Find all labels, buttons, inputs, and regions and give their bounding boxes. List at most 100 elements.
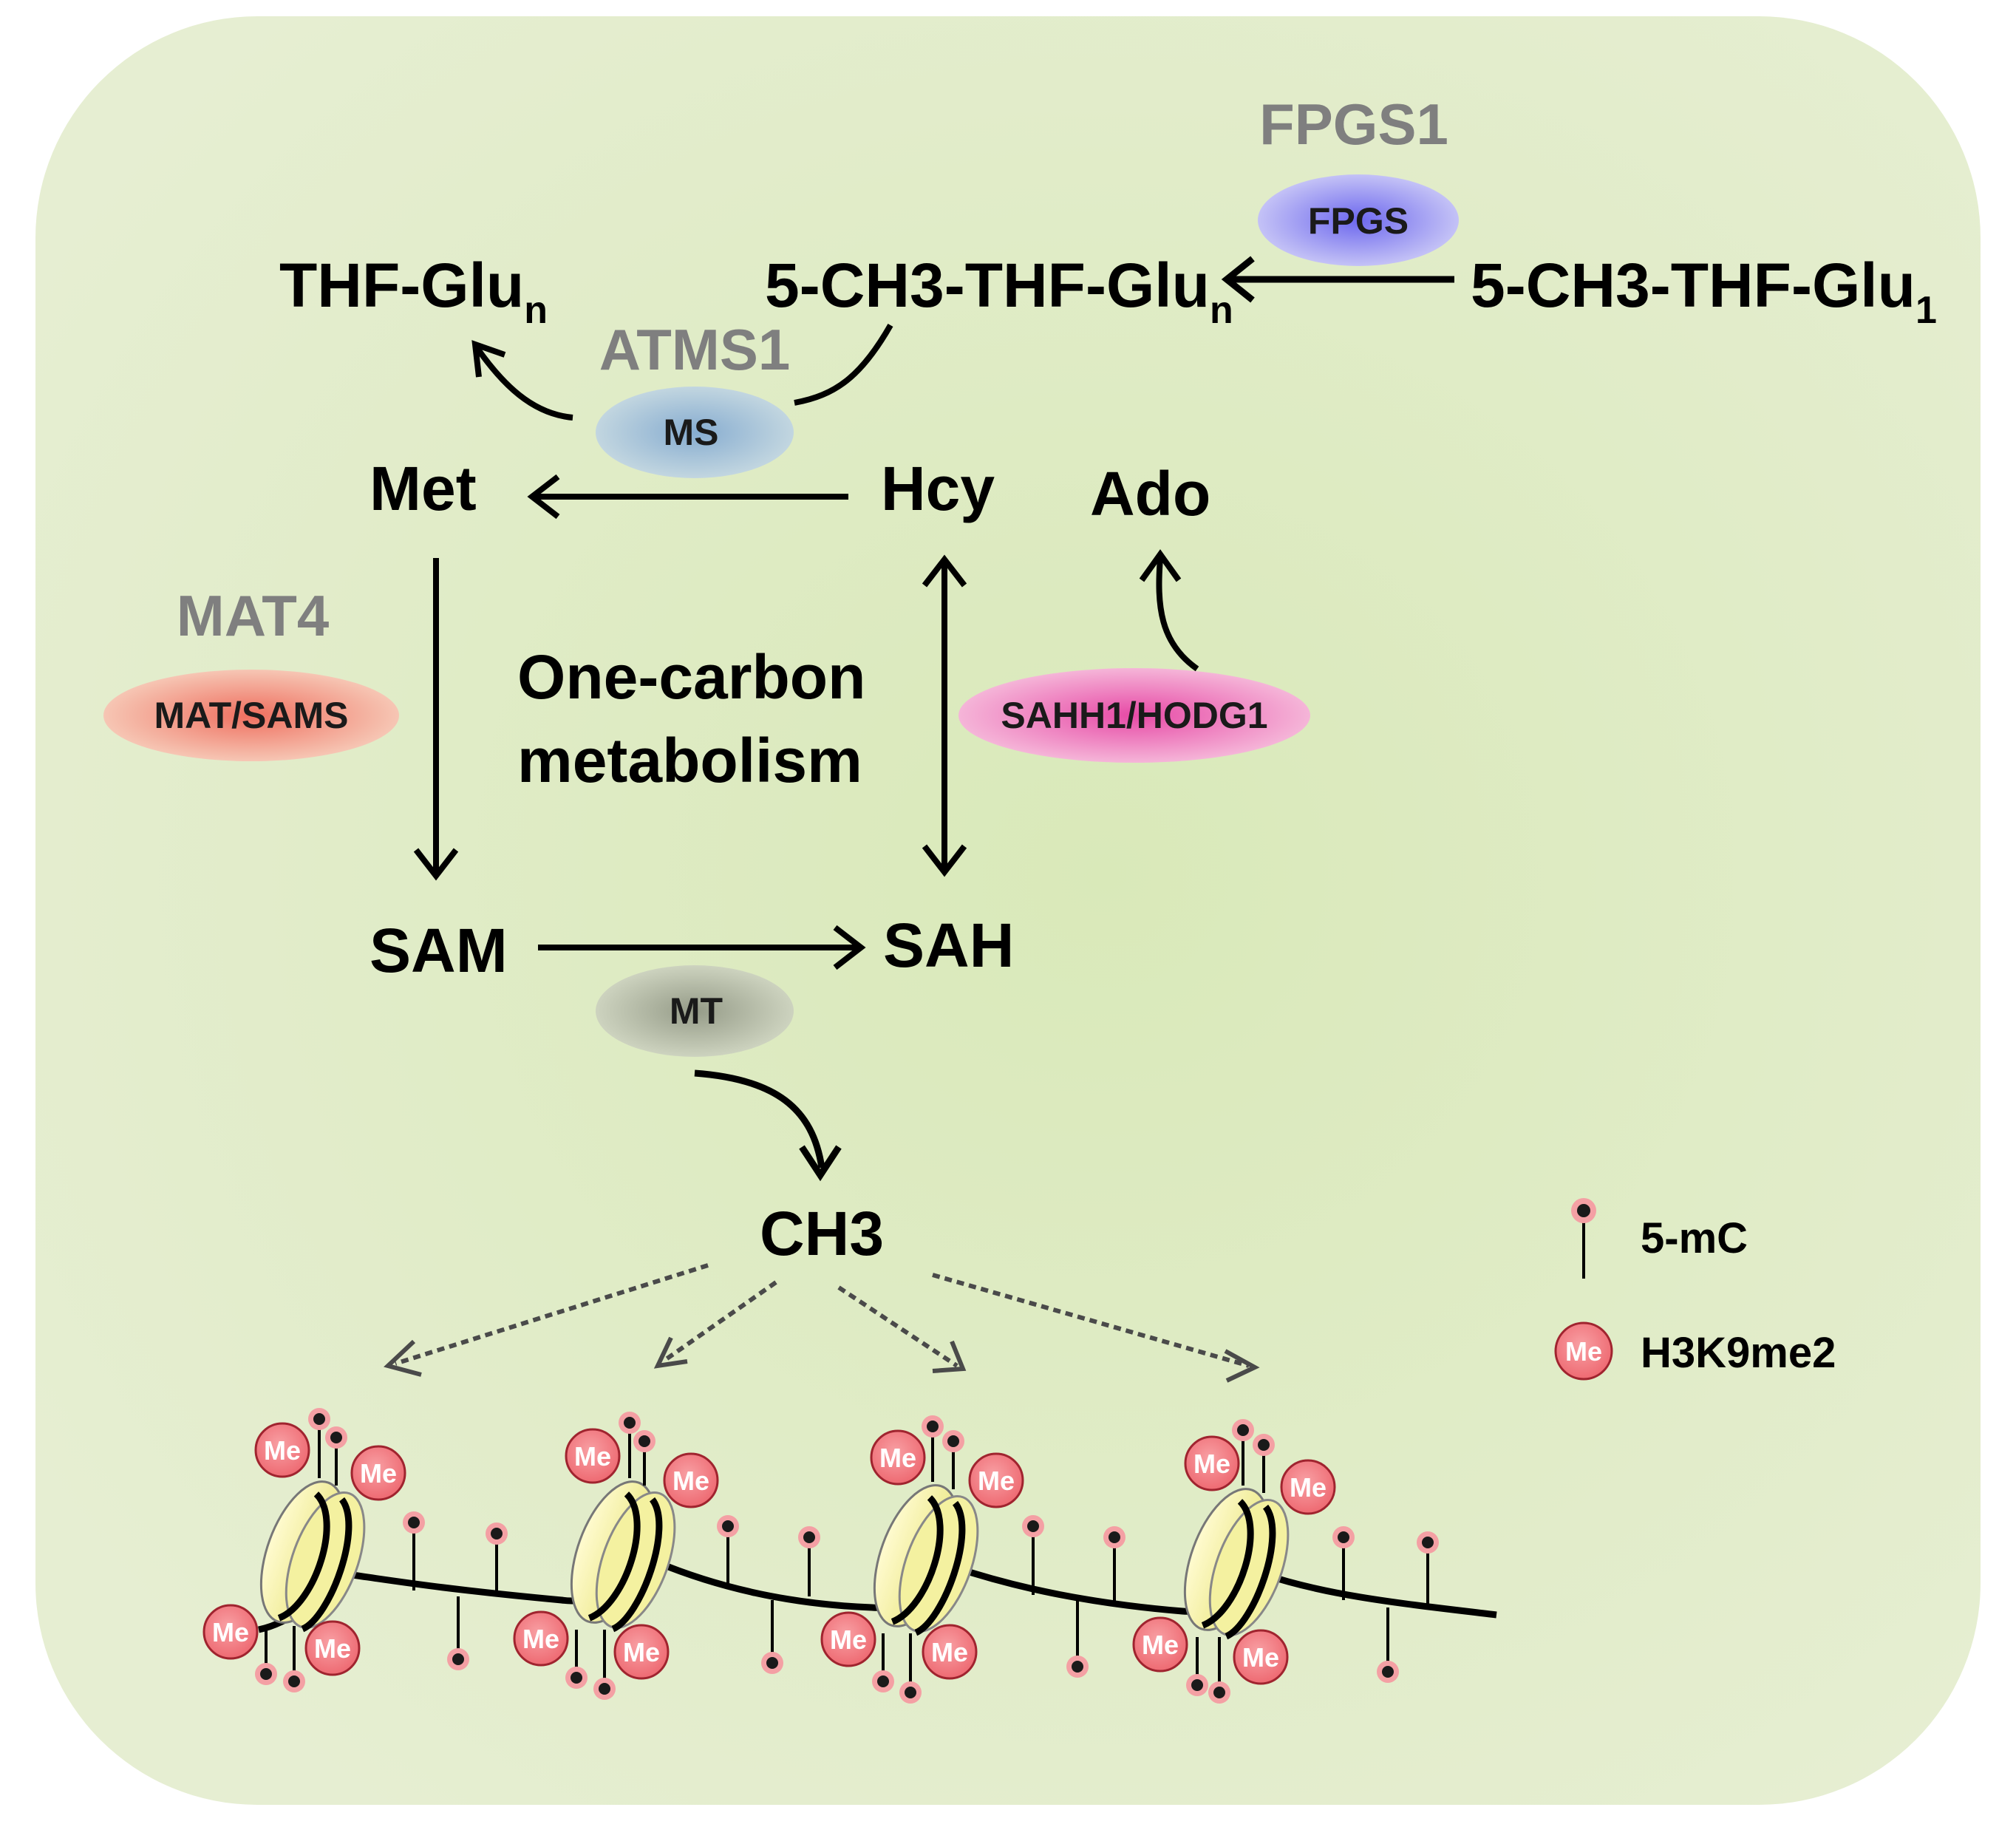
h3k9me2-badge: Me [1132,1616,1188,1673]
5mc-mark [899,1633,922,1704]
5mc-mark [1332,1526,1355,1600]
enzyme-ms-ellipse [596,387,794,478]
svg-text:Me: Me [1242,1642,1279,1673]
legend-5mc-label: 5-mC [1641,1214,1748,1262]
5mc-mark [1253,1434,1275,1493]
nucleosome-2 [570,1480,676,1633]
enzyme-mat-sams-ellipse [103,670,399,761]
h3k9me2-badge: Me [1280,1459,1336,1515]
5mc-mark [922,1415,944,1482]
metabolite-5-ch3-thf-glu1-sub: 1 [1915,289,1937,332]
h3k9me2-badge: Me [820,1611,876,1667]
enzyme-ms: MS [664,412,719,453]
metabolite-5-ch3-thf-glun-sub: n [1210,289,1233,332]
gene-atms1: ATMS1 [599,317,791,382]
h3k9me2-badge: Me [968,1452,1024,1508]
5mc-mark [565,1630,588,1689]
metabolite-hcy: Hcy [881,454,995,523]
svg-text:Me: Me [672,1466,709,1496]
metabolite-sah: SAH [883,911,1014,980]
h3k9me2-badge: Me [202,1604,259,1660]
5mc-mark [1417,1531,1439,1607]
5mc-mark [283,1626,305,1692]
h3k9me2-badge: Me [613,1624,670,1680]
5mc-mark [1208,1637,1230,1704]
5mc-mark [619,1412,641,1478]
svg-text:Me: Me [264,1435,301,1466]
metabolite-sam: SAM [370,916,508,985]
nucleosome-4 [1183,1488,1290,1640]
5mc-mark [1103,1526,1126,1602]
5mc-mark [1377,1607,1399,1683]
h3k9me2-badge: Me [304,1620,361,1676]
5mc-mark [255,1626,277,1685]
center-label-line2: metabolism [517,726,862,795]
legend-h3k9me2-label: H3K9me2 [1641,1329,1836,1377]
arrow-to-ado [1139,549,1199,672]
svg-text:Me: Me [1193,1449,1230,1479]
arrow-hcy-sah [922,554,967,877]
5mc-mark [1066,1600,1089,1678]
gene-mat4: MAT4 [177,583,330,648]
enzyme-fpgs-ellipse [1258,174,1459,266]
svg-text:Me: Me [978,1466,1015,1496]
metabolite-5-ch3-thf-glun: 5-CH3-THF-Glun [765,251,1233,332]
dotted-arrow-heads [384,1336,1260,1383]
svg-text:Me: Me [623,1637,660,1667]
h3k9me2-badge: Me [663,1452,719,1508]
5mc-lollipops [255,1408,1439,1704]
svg-text:Me: Me [360,1458,397,1489]
cell-background [35,16,1981,1805]
5mc-mark [1232,1419,1254,1486]
legend-me-text: Me [1565,1336,1602,1367]
enzyme-fpgs: FPGS [1308,200,1409,242]
h3k9me2-badge: Me [870,1429,926,1486]
5mc-mark [798,1526,820,1596]
5mc-mark [1022,1515,1044,1595]
svg-text:Me: Me [931,1637,968,1667]
h3k9me2-badge: Me [513,1610,569,1667]
5mc-mark [761,1600,783,1674]
svg-text:Me: Me [212,1617,249,1647]
arrow-mt-to-ch3 [694,1069,842,1182]
dotted-arrows [395,1263,1250,1368]
center-label-line1: One-carbon [517,642,865,712]
arrow-fpgs [1221,256,1454,303]
legend: 5-mC Me H3K9me2 [1554,1198,1836,1381]
5mc-mark [633,1430,655,1486]
svg-text:Me: Me [879,1443,916,1473]
enzyme-sahh1-hodg1-ellipse [958,668,1310,763]
metabolite-5-ch3-thf-glun-main: 5-CH3-THF-Glu [765,251,1210,320]
nucleosome-1 [259,1480,366,1633]
metabolite-thf-glun: THF-Glun [279,251,548,332]
enzyme-mt: MT [670,990,723,1032]
metabolite-thf-glun-sub: n [524,289,548,332]
svg-text:Me: Me [522,1624,559,1654]
metabolite-met: Met [370,454,477,523]
legend-h3k9me2-icon: Me [1554,1321,1613,1381]
enzyme-mat-sams: MAT/SAMS [154,695,349,736]
svg-text:Me: Me [1290,1472,1327,1503]
arrow-met-to-sam [413,558,459,881]
h3k9me2-badge: Me [1184,1435,1240,1491]
metabolite-ado: Ado [1090,459,1210,528]
metabolite-5-ch3-thf-glu1: 5-CH3-THF-Glu1 [1471,251,1937,332]
enzyme-sahh1-hodg1: SAHH1/HODG1 [1001,695,1267,736]
metabolite-thf-glun-main: THF-Glu [279,251,524,320]
svg-text:Me: Me [1142,1630,1179,1660]
arrow-sam-to-sah [538,925,866,970]
gene-fpgs1: FPGS1 [1259,92,1448,157]
5mc-mark [308,1408,330,1478]
metabolite-ch3: CH3 [760,1199,884,1268]
metabolite-5-ch3-thf-glu1-main: 5-CH3-THF-Glu [1471,251,1915,320]
svg-text:Me: Me [314,1633,351,1664]
svg-text:Me: Me [574,1441,611,1472]
5mc-mark [872,1633,894,1692]
5mc-mark [325,1426,347,1486]
legend-5mc-icon [1571,1198,1596,1279]
h3k9me2-badge: Me [565,1428,621,1484]
h3k9me2-badge: Me [1233,1629,1289,1685]
h3k9me2-badge: Me [350,1445,406,1501]
